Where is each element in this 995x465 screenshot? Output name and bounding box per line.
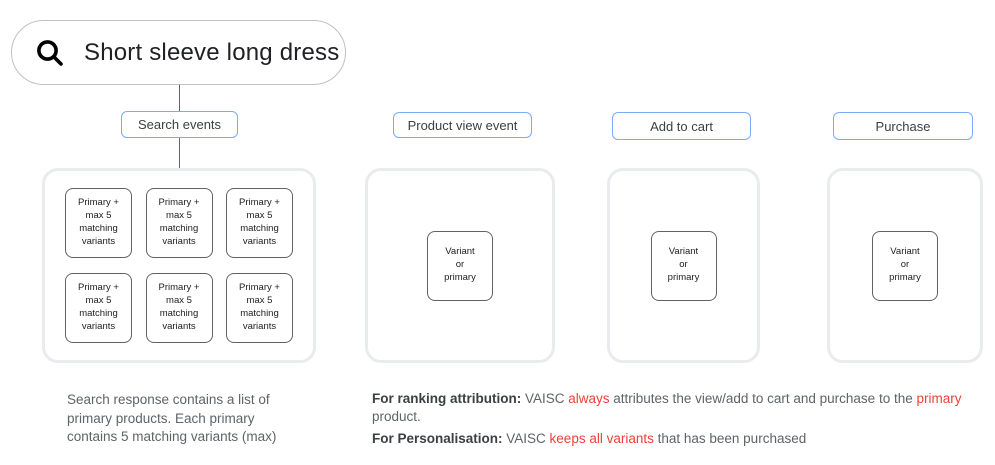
- variant-or-primary-box: Variant or primary: [650, 230, 717, 301]
- add-to-cart-panel: Variant or primary: [607, 168, 760, 363]
- search-input[interactable]: Short sleeve long dress: [11, 20, 346, 85]
- primary-variants-box: Primary + max 5 matching variants: [145, 273, 213, 343]
- event-label-add-to-cart: Add to cart: [612, 112, 751, 140]
- primary-variants-box: Primary + max 5 matching variants: [65, 188, 132, 258]
- connector-line-label-to-panel: [179, 138, 180, 169]
- search-query: Short sleeve long dress: [84, 38, 340, 66]
- search-icon: [37, 39, 63, 66]
- attribution-notes: For ranking attribution: VAISC always at…: [372, 390, 992, 448]
- event-label-search-events: Search events: [121, 111, 238, 138]
- variant-or-primary-box: Variant or primary: [427, 230, 493, 301]
- search-events-panel: Primary + max 5 matching variants Primar…: [42, 168, 316, 363]
- primary-variants-box: Primary + max 5 matching variants: [226, 273, 293, 343]
- search-response-note: Search response contains a list of prima…: [67, 392, 277, 445]
- primary-variants-box: Primary + max 5 matching variants: [226, 188, 293, 258]
- personalisation-note: For Personalisation: VAISC keeps all var…: [372, 431, 807, 447]
- event-label-product-view: Product view event: [393, 112, 532, 138]
- purchase-panel: Variant or primary: [827, 168, 983, 363]
- primary-variants-box: Primary + max 5 matching variants: [145, 188, 213, 258]
- primary-variants-box: Primary + max 5 matching variants: [65, 273, 132, 343]
- event-label-purchase: Purchase: [833, 112, 973, 140]
- connector-line-pill-to-label: [179, 85, 180, 112]
- ranking-attribution-note: For ranking attribution: VAISC always at…: [372, 391, 962, 424]
- product-view-panel: Variant or primary: [365, 168, 555, 363]
- variant-or-primary-box: Variant or primary: [872, 230, 938, 301]
